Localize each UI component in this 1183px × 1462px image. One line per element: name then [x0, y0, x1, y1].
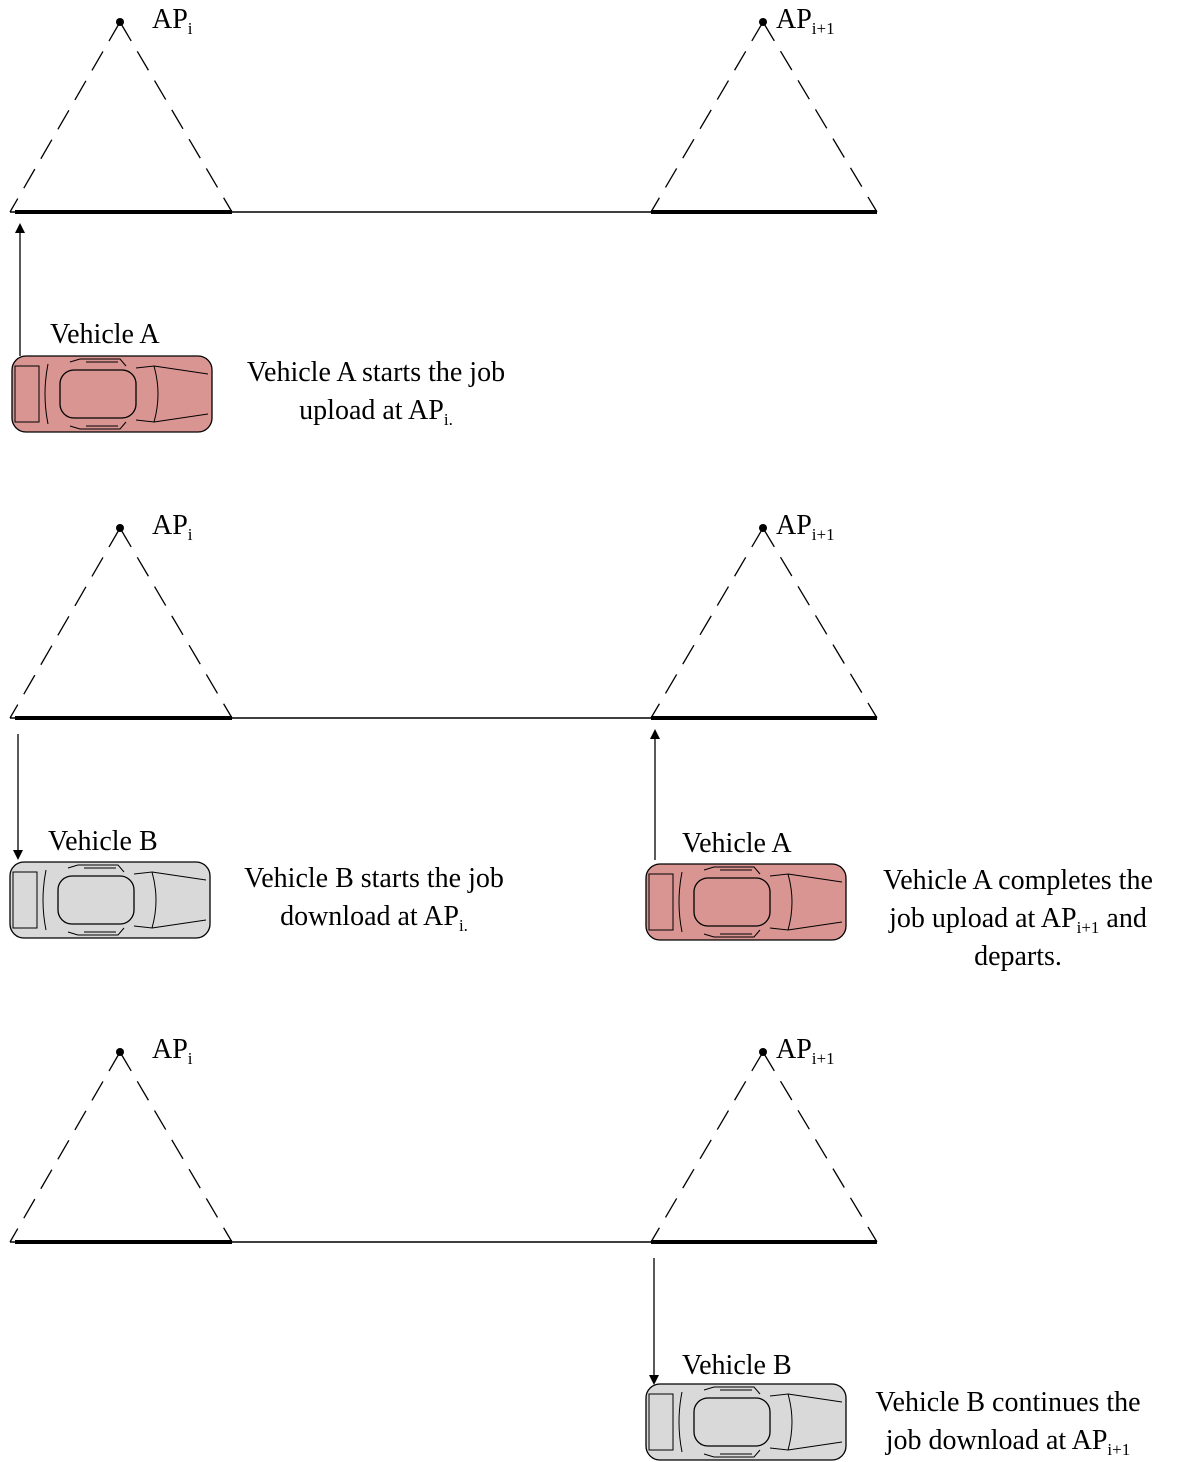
vehicle-a-car-icon: [12, 356, 212, 432]
caption-line-2: upload at APi.: [226, 392, 526, 430]
ap-next-coverage: [651, 1048, 877, 1242]
caption: Vehicle A completes the job upload at AP…: [856, 862, 1180, 976]
caption-line-1: Vehicle A completes the: [856, 862, 1180, 900]
caption: Vehicle A starts the job upload at APi.: [226, 354, 526, 430]
ap-i-coverage: [10, 524, 232, 718]
vehicle-a-car-icon: [646, 864, 846, 940]
caption-line-2: job upload at APi+1 and: [856, 900, 1180, 938]
ap-next-antenna-icon: [759, 18, 767, 26]
vehicle-b-car-icon: [10, 862, 210, 938]
ap-i-label: APi: [152, 4, 193, 36]
ap-next-label: APi+1: [776, 1034, 835, 1066]
caption: Vehicle B continues the job download at …: [850, 1384, 1166, 1460]
ap-next-antenna-icon: [759, 1048, 767, 1056]
vehicle-label: Vehicle B: [682, 1350, 792, 1382]
ap-i-label: APi: [152, 510, 193, 542]
caption-line-1: Vehicle A starts the job: [226, 354, 526, 392]
ap-i-antenna-icon: [116, 18, 124, 26]
ap-i-antenna-icon: [116, 524, 124, 532]
ap-next-label: APi+1: [776, 4, 835, 36]
caption-line-1: Vehicle B starts the job: [222, 860, 526, 898]
caption-line-1: Vehicle B continues the: [850, 1384, 1166, 1422]
ap-i-antenna-icon: [116, 1048, 124, 1056]
ap-next-antenna-icon: [759, 524, 767, 532]
ap-i-coverage: [10, 18, 232, 212]
ap-next-coverage: [651, 524, 877, 718]
ap-next-coverage: [651, 18, 877, 212]
vehicle-label: Vehicle A: [682, 828, 792, 860]
caption-line-2: download at APi.: [222, 898, 526, 936]
panel-3: [10, 1048, 877, 1460]
caption: Vehicle B starts the job download at APi…: [222, 860, 526, 936]
vehicle-label: Vehicle A: [50, 319, 160, 351]
vehicle-b-car-icon: [646, 1384, 846, 1460]
ap-i-coverage: [10, 1048, 232, 1242]
caption-line-3: departs.: [856, 938, 1180, 976]
ap-next-label: APi+1: [776, 510, 835, 542]
caption-line-2: job download at APi+1: [850, 1422, 1166, 1460]
vehicle-label: Vehicle B: [48, 826, 158, 858]
ap-i-label: APi: [152, 1034, 193, 1066]
